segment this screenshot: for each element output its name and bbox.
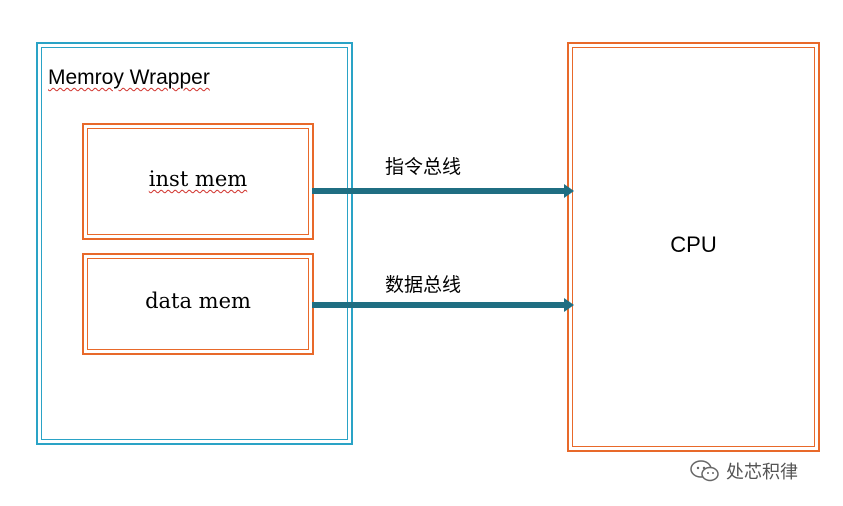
wechat-icon xyxy=(690,460,719,482)
inst-mem-label-text: inst mem xyxy=(148,167,248,191)
memory-wrapper-title: Memroy Wrapper xyxy=(48,66,210,90)
instruction-bus-label: 指令总线 xyxy=(385,156,462,178)
data-mem-box: data mem xyxy=(82,253,314,355)
inst-mem-label: inst mem xyxy=(84,167,312,191)
cpu-box: CPU xyxy=(567,42,820,452)
memory-wrapper-box: Memroy Wrapper xyxy=(36,42,353,445)
memory-wrapper-title-text: Memroy Wrapper xyxy=(48,66,210,89)
data-mem-label: data mem xyxy=(145,289,251,313)
inst-mem-box: inst mem xyxy=(82,123,314,240)
data-bus-arrow xyxy=(312,298,574,312)
data-bus-label: 数据总线 xyxy=(385,274,462,296)
watermark-text: 处芯积律 xyxy=(726,462,798,483)
watermark: 处芯积律 xyxy=(690,458,798,484)
cpu-label: CPU xyxy=(670,232,717,257)
instruction-bus-arrow xyxy=(312,184,574,198)
